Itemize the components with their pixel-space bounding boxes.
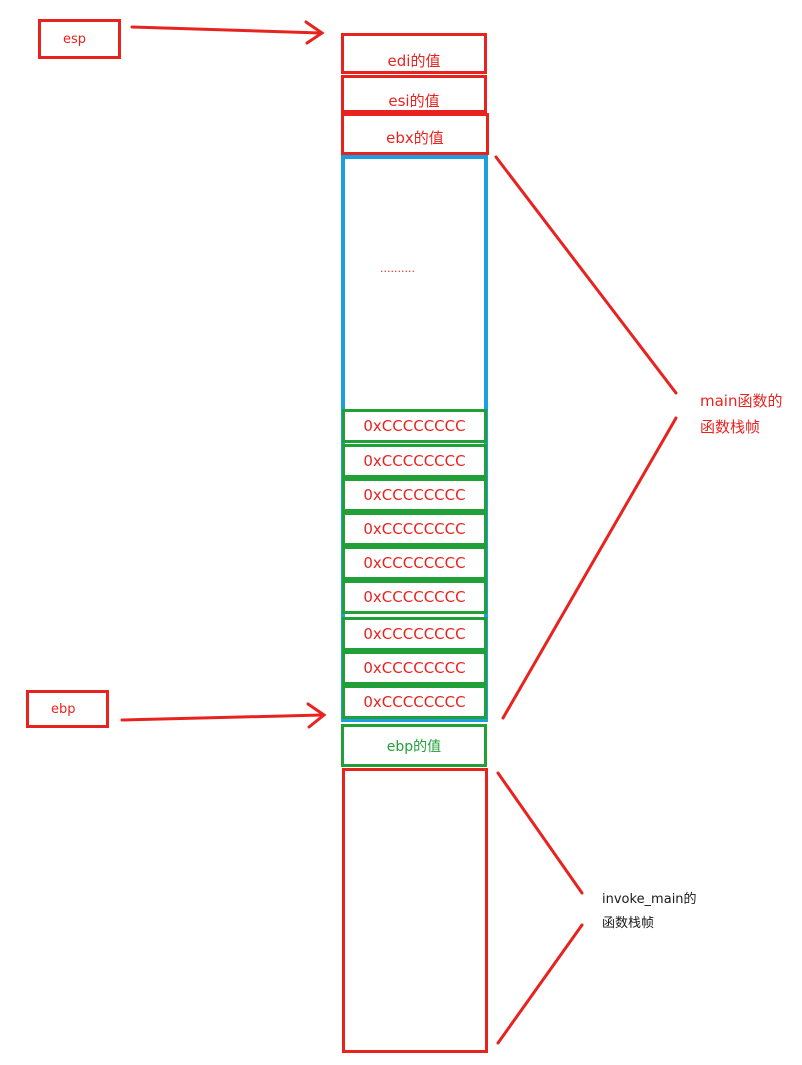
- ebp-label-box: ebp: [26, 690, 109, 728]
- cc-value: 0xCCCCCCCC: [363, 417, 466, 435]
- esp-arrow: [130, 25, 322, 35]
- cc-cell: 0xCCCCCCCC: [342, 580, 487, 614]
- main-frame-line-top: [494, 155, 678, 395]
- cc-value: 0xCCCCCCCC: [363, 452, 466, 470]
- invoke-annotation-line1: invoke_main的: [602, 892, 697, 907]
- ebx-value-label: ebx的值: [386, 128, 444, 147]
- cc-value: 0xCCCCCCCC: [363, 588, 466, 606]
- main-annotation-line2: 函数栈帧: [700, 418, 761, 436]
- ebp-arrowhead: [306, 702, 327, 729]
- invoke-frame-annotation: invoke_main的 函数栈帧: [602, 888, 697, 936]
- cc-cell: 0xCCCCCCCC: [342, 617, 487, 651]
- cc-value: 0xCCCCCCCC: [363, 520, 466, 538]
- edi-value-label: edi的值: [387, 52, 441, 70]
- cc-cell: 0xCCCCCCCC: [342, 546, 487, 580]
- esi-value-label: esi的值: [388, 91, 440, 110]
- cc-value: 0xCCCCCCCC: [363, 693, 466, 711]
- stack-cell-edi: edi的值: [341, 33, 487, 74]
- esp-label-box: esp: [38, 19, 121, 59]
- main-frame-line-bottom: [501, 416, 678, 720]
- cc-value: 0xCCCCCCCC: [363, 554, 466, 572]
- stack-cell-esi: esi的值: [341, 75, 487, 113]
- cc-cell: 0xCCCCCCCC: [342, 512, 487, 546]
- cc-value: 0xCCCCCCCC: [363, 625, 466, 643]
- cc-cell: 0xCCCCCCCC: [342, 409, 487, 443]
- invoke-frame-line-bottom: [496, 923, 584, 1045]
- main-annotation-line1: main函数的: [700, 392, 783, 410]
- ebp-arrow: [120, 713, 324, 722]
- cc-value: 0xCCCCCCCC: [363, 486, 466, 504]
- cc-cell: 0xCCCCCCCC: [342, 478, 487, 512]
- invoke-frame-line-top: [496, 771, 584, 895]
- cc-value: 0xCCCCCCCC: [363, 659, 466, 677]
- stack-cell-ebx: ebx的值: [341, 113, 489, 155]
- stack-cell-ebp: ebp的值: [341, 724, 487, 767]
- ellipsis: ..........: [380, 262, 415, 275]
- cc-cell: 0xCCCCCCCC: [342, 685, 487, 719]
- cc-cell: 0xCCCCCCCC: [342, 651, 487, 685]
- esp-label: esp: [63, 31, 87, 47]
- ebp-label: ebp: [51, 701, 76, 717]
- invoke-main-frame: [342, 768, 488, 1053]
- cc-cell: 0xCCCCCCCC: [342, 444, 487, 478]
- esp-arrowhead: [304, 20, 325, 45]
- ebp-value-label: ebp的值: [386, 738, 442, 755]
- invoke-annotation-line2: 函数栈帧: [602, 916, 655, 931]
- main-frame-annotation: main函数的 函数栈帧: [700, 388, 782, 440]
